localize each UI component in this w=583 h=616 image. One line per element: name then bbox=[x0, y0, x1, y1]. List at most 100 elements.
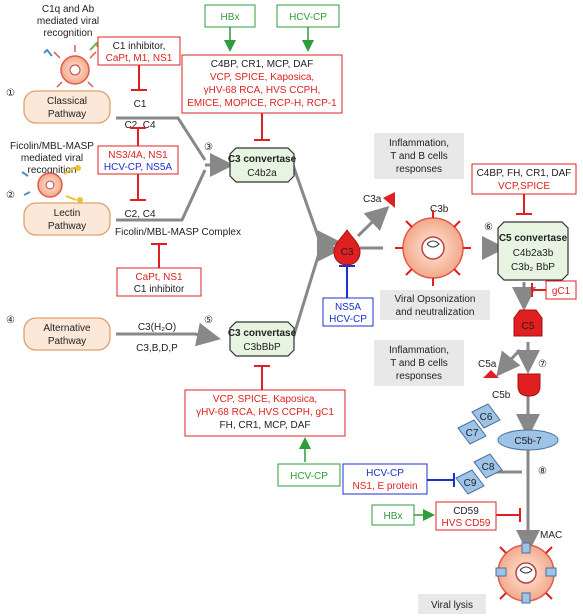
classical-inhibitors-box: C1 inhibitor, CaPt, M1, NS1 bbox=[97, 36, 181, 66]
svg-text:C8: C8 bbox=[482, 462, 495, 473]
classical-virus-icon bbox=[43, 41, 100, 88]
mac-inhibit-bar-blue bbox=[427, 473, 455, 487]
svg-text:VCP, SPICE, Kaposica,: VCP, SPICE, Kaposica, bbox=[213, 394, 317, 405]
alternative-factors-label: C3,B,D,P bbox=[136, 343, 178, 354]
svg-text:responses: responses bbox=[396, 164, 442, 175]
lysed-virus-icon bbox=[495, 542, 557, 604]
c5-inhibit-bar bbox=[516, 194, 532, 215]
classical-number: ① bbox=[6, 88, 15, 99]
svg-text:Viral lysis: Viral lysis bbox=[431, 600, 473, 611]
svg-text:C3 convertase: C3 convertase bbox=[228, 154, 297, 165]
svg-text:HVS CD59: HVS CD59 bbox=[442, 518, 491, 529]
cd59-inhibit-bar bbox=[496, 508, 521, 522]
hbx-mac-box: HBx bbox=[371, 504, 415, 526]
gc1-inhibit-bar bbox=[531, 283, 546, 297]
svg-text:C5b-7: C5b-7 bbox=[514, 436, 542, 447]
svg-text:CD59: CD59 bbox=[453, 506, 479, 517]
c3-convertase-classical-box: C3 convertase C4b2a bbox=[228, 147, 297, 183]
lectin-lower-inhibit-bar bbox=[151, 243, 167, 268]
svg-text:C5 convertase: C5 convertase bbox=[499, 233, 568, 244]
svg-text:C4BP, CR1, MCP, DAF: C4BP, CR1, MCP, DAF bbox=[211, 59, 313, 70]
svg-text:T and B cells: T and B cells bbox=[390, 358, 448, 369]
ficolin-complex-label: Ficolin/MBL-MASP Complex bbox=[115, 227, 241, 238]
svg-text:HCV-CP: HCV-CP bbox=[290, 471, 328, 482]
c5b7-ellipse: C5b-7 bbox=[497, 429, 559, 451]
svg-text:CaPt, M1, NS1: CaPt, M1, NS1 bbox=[106, 53, 173, 64]
lectin-inhibit-bar-down bbox=[130, 174, 146, 201]
svg-text:Classical: Classical bbox=[47, 96, 87, 107]
lectin-recognition-text: Ficolin/MBL-MASP mediated viral recognit… bbox=[10, 141, 94, 176]
c3conv-classical-number: ③ bbox=[204, 142, 213, 153]
alternative-number: ④ bbox=[6, 315, 15, 326]
svg-text:FH, CR1, MCP, DAF: FH, CR1, MCP, DAF bbox=[220, 420, 311, 431]
svg-text:recognition: recognition bbox=[28, 165, 77, 176]
svg-text:C7: C7 bbox=[466, 428, 479, 439]
svg-text:HBx: HBx bbox=[221, 12, 240, 23]
classical-c2c4-label: C2, C4 bbox=[124, 120, 156, 131]
c3-inhibit-bar bbox=[339, 265, 355, 298]
c3h2o-label: C3(H₂O) bbox=[138, 322, 176, 333]
svg-text:and neutralization: and neutralization bbox=[396, 307, 475, 318]
svg-text:mediated viral: mediated viral bbox=[37, 16, 99, 27]
opsonization-box: Viral Opsonization and neutralization bbox=[380, 290, 490, 320]
svg-text:C1q and Ab: C1q and Ab bbox=[42, 4, 95, 15]
c5-shape: C5 bbox=[513, 309, 543, 337]
svg-text:Ficolin/MBL-MASP: Ficolin/MBL-MASP bbox=[10, 141, 94, 152]
svg-text:C4b2a: C4b2a bbox=[247, 168, 277, 179]
svg-text:HCV-CP, NS5A: HCV-CP, NS5A bbox=[104, 162, 173, 173]
c5b-label: C5b bbox=[492, 390, 511, 401]
pathway-lines bbox=[116, 116, 540, 554]
svg-text:Inflammation,: Inflammation, bbox=[389, 345, 449, 356]
lectin-pathway-box: Lectin Pathway bbox=[23, 202, 111, 236]
svg-text:Pathway: Pathway bbox=[48, 109, 86, 120]
svg-text:HCV-CP: HCV-CP bbox=[289, 12, 327, 23]
svg-text:gC1: gC1 bbox=[552, 286, 571, 297]
svg-text:T and B cells: T and B cells bbox=[390, 151, 448, 162]
svg-text:C6: C6 bbox=[480, 412, 493, 423]
hbx-top-box: HBx bbox=[204, 4, 256, 28]
c5b-shape bbox=[517, 373, 541, 397]
lectin-lower-inhibitors-box: CaPt, NS1 C1 inhibitor bbox=[116, 267, 202, 297]
c3-convertase-alt-box: C3 convertase C3bBbP bbox=[228, 321, 297, 357]
svg-text:C5: C5 bbox=[522, 321, 535, 332]
mac-number: ⑧ bbox=[538, 466, 547, 477]
svg-text:γHV-68 RCA, HVS CCPH, gC1: γHV-68 RCA, HVS CCPH, gC1 bbox=[196, 407, 334, 418]
top-green-arrows bbox=[224, 27, 314, 52]
svg-text:CaPt, NS1: CaPt, NS1 bbox=[135, 272, 183, 283]
svg-text:C9: C9 bbox=[464, 478, 477, 489]
c5conv-number: ⑥ bbox=[484, 222, 493, 233]
classical-inhibit-bar bbox=[131, 65, 147, 91]
svg-text:EMICE, MOPICE, RCP-H, RCP-1: EMICE, MOPICE, RCP-H, RCP-1 bbox=[187, 98, 337, 109]
c1-label: C1 bbox=[134, 99, 147, 110]
svg-text:recognition: recognition bbox=[44, 28, 93, 39]
c5-number: ⑦ bbox=[538, 359, 547, 370]
lectin-number: ② bbox=[6, 190, 15, 201]
svg-text:VCP,SPICE: VCP,SPICE bbox=[498, 181, 550, 192]
svg-text:NS3/4A, NS1: NS3/4A, NS1 bbox=[108, 150, 168, 161]
cd59-box: CD59 HVS CD59 bbox=[435, 501, 497, 531]
opsonized-virus-icon bbox=[395, 210, 471, 286]
top-regulators-box: C4BP, CR1, MCP, DAF VCP, SPICE, Kaposica… bbox=[181, 54, 343, 114]
svg-text:C3a: C3a bbox=[363, 194, 382, 205]
svg-text:C4b2a3b: C4b2a3b bbox=[513, 248, 554, 259]
svg-text:Inflammation,: Inflammation, bbox=[389, 138, 449, 149]
svg-text:C5a: C5a bbox=[478, 359, 497, 370]
svg-text:C1 inhibitor,: C1 inhibitor, bbox=[113, 41, 166, 52]
mac-label: MAC bbox=[540, 530, 562, 541]
inflammation-top-box: Inflammation, T and B cells responses bbox=[374, 133, 464, 179]
c3b-label: C3b bbox=[430, 204, 449, 215]
svg-text:C3bBbP: C3bBbP bbox=[243, 342, 281, 353]
svg-text:VCP, SPICE, Kaposica,: VCP, SPICE, Kaposica, bbox=[210, 72, 314, 83]
classical-pathway-box: Classical Pathway bbox=[23, 90, 111, 124]
c3-drop: C3 bbox=[333, 229, 361, 266]
svg-text:Alternative: Alternative bbox=[43, 323, 91, 334]
lectin-virus-icon bbox=[21, 165, 83, 203]
hcvcp-alt-box: HCV-CP bbox=[277, 463, 341, 487]
c6-shape: C6 bbox=[471, 403, 501, 429]
c3a-fragment: C3a bbox=[363, 192, 395, 208]
lectin-c2c4-label: C2, C4 bbox=[124, 209, 156, 220]
c8-shape: C8 bbox=[473, 453, 503, 479]
svg-text:C3 convertase: C3 convertase bbox=[228, 328, 297, 339]
svg-text:γHV-68 RCA, HVS CCPH,: γHV-68 RCA, HVS CCPH, bbox=[204, 85, 321, 96]
